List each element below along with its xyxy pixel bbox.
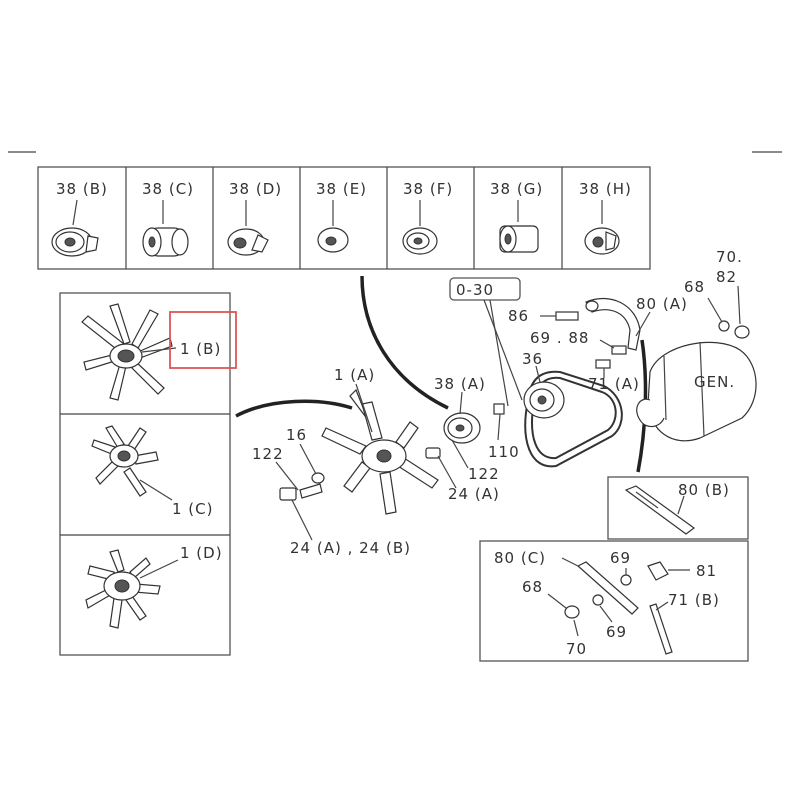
fan-label-c: 1 (C) xyxy=(172,500,214,518)
label-70-bracket: 70 xyxy=(566,640,587,658)
pulley-icon-e xyxy=(317,200,349,253)
pulley-variants-strip: 38 (B) 38 (C) 38 (D) 38 (E) 38 (F) 38 (G… xyxy=(37,166,651,270)
pulley-strip-frame xyxy=(37,166,651,270)
label-71a: 71 (A) xyxy=(588,375,640,393)
bracket-80c-panel xyxy=(479,540,749,662)
pulley-label-f: 38 (F) xyxy=(403,180,453,198)
main-fan-assembly xyxy=(321,383,439,515)
washer-68 xyxy=(707,297,730,332)
pulley-icon-h xyxy=(584,200,620,255)
label-82: 82 xyxy=(716,268,737,286)
label-80b: 80 (B) xyxy=(678,481,730,499)
pulley-label-b: 38 (B) xyxy=(56,180,108,198)
label-1a: 1 (A) xyxy=(334,366,375,384)
label-70: 70. xyxy=(716,248,743,266)
pulley-icon-f xyxy=(402,200,438,255)
fastener-24a xyxy=(425,447,457,489)
ref-030-box xyxy=(449,277,521,301)
connector-fan-panel xyxy=(235,399,353,418)
label-71b: 71 (B) xyxy=(668,591,720,609)
pump-pulley-36 xyxy=(523,365,623,468)
bracket-80c-frame xyxy=(479,540,749,662)
label-68-bracket: 68 xyxy=(522,578,543,596)
label-68: 68 xyxy=(684,278,705,296)
label-gen: GEN. xyxy=(694,373,735,391)
bolt-86 xyxy=(540,311,579,321)
pulley-label-e: 38 (E) xyxy=(316,180,367,198)
fan-b-highlight xyxy=(169,311,237,369)
label-24a: 24 (A) xyxy=(448,485,500,503)
pulley-icon-d xyxy=(227,200,269,256)
idler-pulley-38a xyxy=(443,391,481,444)
fan-icon-c xyxy=(91,425,173,501)
label-36: 36 xyxy=(522,350,543,368)
label-6988: 69 . 88 xyxy=(530,329,589,347)
label-122-right: 122 xyxy=(468,465,500,483)
adjust-bracket-80a xyxy=(585,297,651,351)
fastener-110 xyxy=(493,403,505,441)
label-81: 81 xyxy=(696,562,717,580)
bolt-71a xyxy=(595,359,611,378)
fastener-24ab xyxy=(279,487,313,541)
label-110: 110 xyxy=(488,443,520,461)
fastener-122-left xyxy=(275,461,323,499)
pulley-icon-c xyxy=(142,200,189,257)
fastener-16 xyxy=(299,443,325,484)
fan-variants-panel: 1 (B) 1 (C) 1 (D) xyxy=(59,292,237,656)
label-69-bottom: 69 xyxy=(606,623,627,641)
label-38a: 38 (A) xyxy=(434,375,486,393)
label-030: 0-30 xyxy=(456,281,494,299)
label-80c: 80 (C) xyxy=(494,549,546,567)
label-24ab: 24 (A) , 24 (B) xyxy=(290,539,411,557)
nut-7082 xyxy=(734,285,750,339)
label-69-top: 69 xyxy=(610,549,631,567)
generator xyxy=(636,341,757,442)
fan-icon-b xyxy=(81,303,177,401)
fan-icon-d xyxy=(85,549,179,629)
label-86: 86 xyxy=(508,307,529,325)
pulley-label-h: 38 (H) xyxy=(579,180,632,198)
fan-label-b: 1 (B) xyxy=(180,340,221,358)
label-80a: 80 (A) xyxy=(636,295,688,313)
pulley-icon-b xyxy=(51,199,99,257)
bracket-80b-panel xyxy=(607,476,749,540)
label-122-left: 122 xyxy=(252,445,284,463)
fan-label-d: 1 (D) xyxy=(180,544,223,562)
bolt-6988 xyxy=(599,339,627,355)
label-16: 16 xyxy=(286,426,307,444)
connector-pulley-strip xyxy=(360,275,449,410)
pulley-icon-g xyxy=(499,200,539,253)
pulley-label-d: 38 (D) xyxy=(229,180,282,198)
pulley-label-g: 38 (G) xyxy=(490,180,543,198)
pulley-label-c: 38 (C) xyxy=(142,180,194,198)
